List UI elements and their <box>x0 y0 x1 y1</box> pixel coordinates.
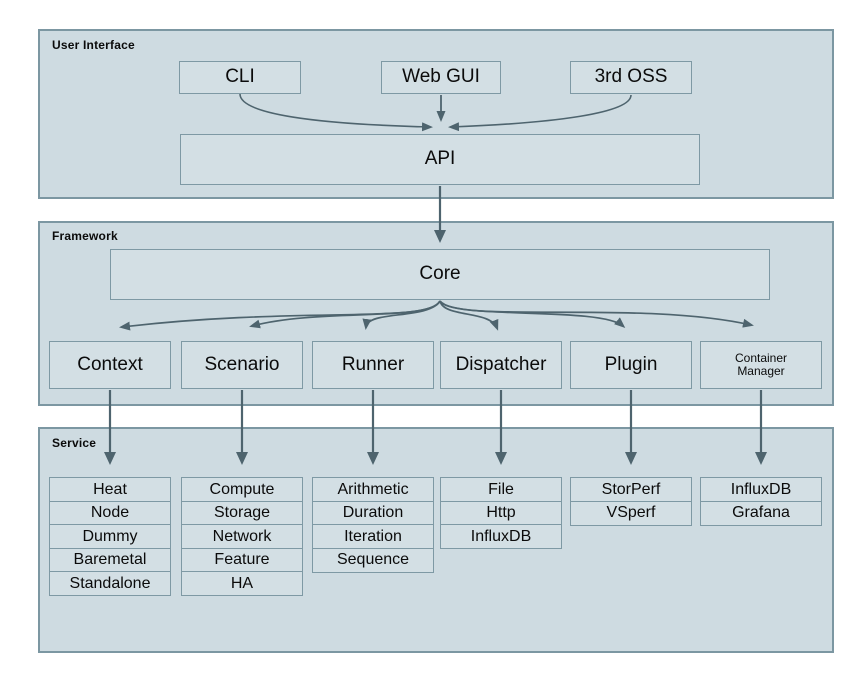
box-web-gui: Web GUI <box>381 61 501 94</box>
panel-label-framework: Framework <box>52 229 118 243</box>
panel-label-user-interface: User Interface <box>52 38 135 52</box>
service-item-feature: Feature <box>181 547 303 573</box>
service-item-ha: HA <box>181 571 303 596</box>
service-item-compute: Compute <box>181 477 303 502</box>
framework-component-dispatcher: Dispatcher <box>440 341 562 389</box>
service-item-influxdb: InfluxDB <box>700 477 822 502</box>
service-item-influxdb: InfluxDB <box>440 524 562 549</box>
framework-component-context: Context <box>49 341 171 389</box>
panel-label-service: Service <box>52 436 97 450</box>
box-3rd-oss: 3rd OSS <box>570 61 692 94</box>
service-item-network: Network <box>181 524 303 549</box>
box-cli: CLI <box>179 61 301 94</box>
service-item-node: Node <box>49 500 171 526</box>
service-item-storperf: StorPerf <box>570 477 692 502</box>
service-item-arithmetic: Arithmetic <box>312 477 434 502</box>
framework-component-scenario: Scenario <box>181 341 303 389</box>
service-item-standalone: Standalone <box>49 571 171 596</box>
service-item-iteration: Iteration <box>312 524 434 549</box>
service-item-http: Http <box>440 500 562 526</box>
service-item-grafana: Grafana <box>700 500 822 526</box>
service-item-baremetal: Baremetal <box>49 547 171 573</box>
service-item-heat: Heat <box>49 477 171 502</box>
box-core: Core <box>110 249 770 300</box>
framework-component-plugin: Plugin <box>570 341 692 389</box>
service-item-vsperf: VSperf <box>570 500 692 526</box>
framework-component-runner: Runner <box>312 341 434 389</box>
service-item-dummy: Dummy <box>49 524 171 549</box>
service-item-file: File <box>440 477 562 502</box>
service-item-sequence: Sequence <box>312 547 434 573</box>
service-item-storage: Storage <box>181 500 303 526</box>
box-api: API <box>180 134 700 185</box>
service-item-duration: Duration <box>312 500 434 526</box>
framework-component-container-manager: Container Manager <box>700 341 822 389</box>
